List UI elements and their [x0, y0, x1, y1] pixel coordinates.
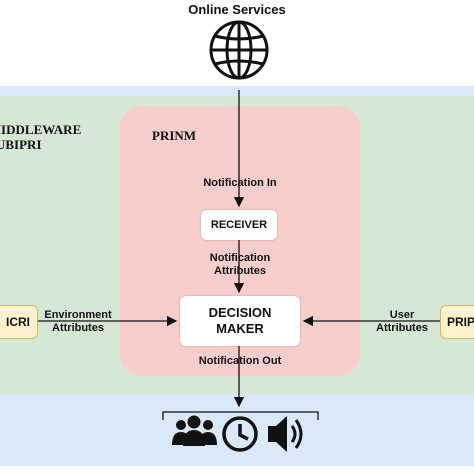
- prinm-title: PRINM: [152, 128, 197, 143]
- globe-icon: [209, 20, 269, 80]
- prip-node: PRIP: [440, 305, 474, 339]
- notification-in-label: Notification In: [203, 177, 277, 189]
- decision-maker-node: DECISION MAKER: [180, 296, 300, 346]
- receiver-label: RECEIVER: [210, 219, 268, 231]
- receiver-node: RECEIVER: [201, 210, 277, 240]
- online-services-title: Online Services: [188, 2, 286, 17]
- output-bracket: [162, 411, 319, 420]
- notification-attributes-label: Notification Attributes: [209, 252, 271, 277]
- group-icon: [172, 415, 217, 446]
- speaker-icon: [268, 416, 303, 452]
- notification-out-label: Notification Out: [198, 355, 282, 367]
- decision-maker-label-line2: MAKER: [216, 321, 264, 336]
- environment-attributes-label: Environment Attributes: [44, 309, 112, 334]
- user-attributes-label: User Attributes: [376, 309, 428, 334]
- middleware-title: IIDDLEWARE UBIPRI: [0, 122, 82, 152]
- clock-icon: [222, 416, 258, 452]
- icri-label: ICRI: [6, 315, 30, 329]
- icri-node: ICRI: [0, 305, 38, 339]
- decision-maker-label-line1: DECISION: [208, 305, 272, 320]
- prip-label: PRIP: [446, 315, 474, 329]
